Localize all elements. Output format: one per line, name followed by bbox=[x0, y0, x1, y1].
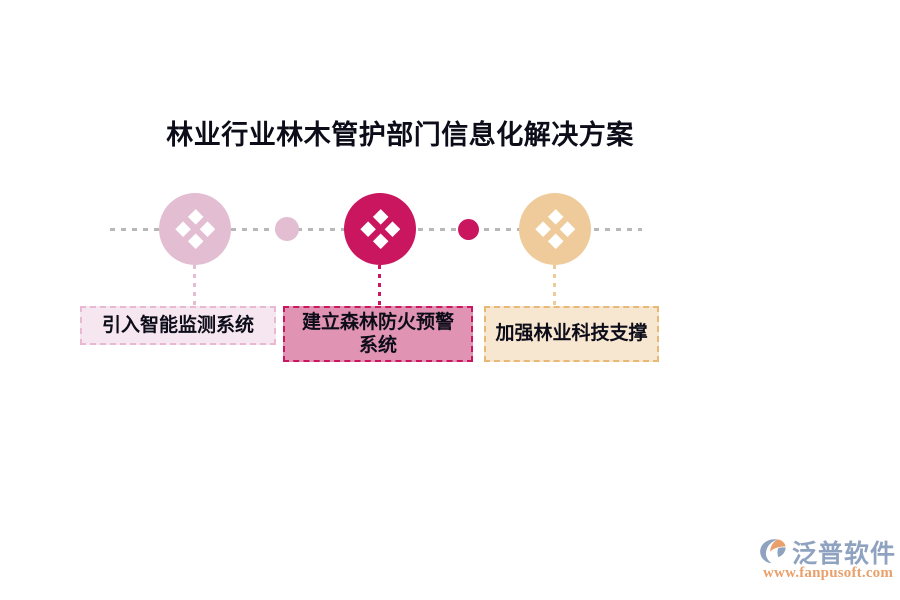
four-diamond-icon bbox=[535, 209, 575, 249]
brand-url: www.fanpusoft.com bbox=[763, 565, 894, 581]
four-diamond-icon bbox=[360, 209, 400, 249]
timeline-connector-dot-1 bbox=[275, 217, 299, 241]
node-stem-2 bbox=[378, 265, 381, 307]
timeline-node-2[interactable] bbox=[344, 193, 416, 265]
timeline-node-1[interactable] bbox=[159, 193, 231, 265]
timeline-connector-dot-2 bbox=[458, 219, 479, 240]
fanpu-swoosh-logo-icon bbox=[757, 536, 789, 570]
node-label-box-1[interactable]: 引入智能监测系统 bbox=[80, 306, 276, 345]
page-title: 林业行业林木管护部门信息化解决方案 bbox=[166, 120, 634, 151]
brand-logo: 泛普软件 www.fanpusoft.com bbox=[757, 534, 895, 584]
node-stem-1 bbox=[193, 265, 196, 307]
node-stem-3 bbox=[553, 265, 556, 307]
four-diamond-icon bbox=[175, 209, 215, 249]
node-label-box-3[interactable]: 加强林业科技支撑 bbox=[484, 306, 659, 362]
brand-name: 泛普软件 bbox=[792, 539, 897, 568]
timeline-node-3[interactable] bbox=[519, 193, 591, 265]
node-label-box-2[interactable]: 建立森林防火预警系统 bbox=[283, 306, 473, 362]
